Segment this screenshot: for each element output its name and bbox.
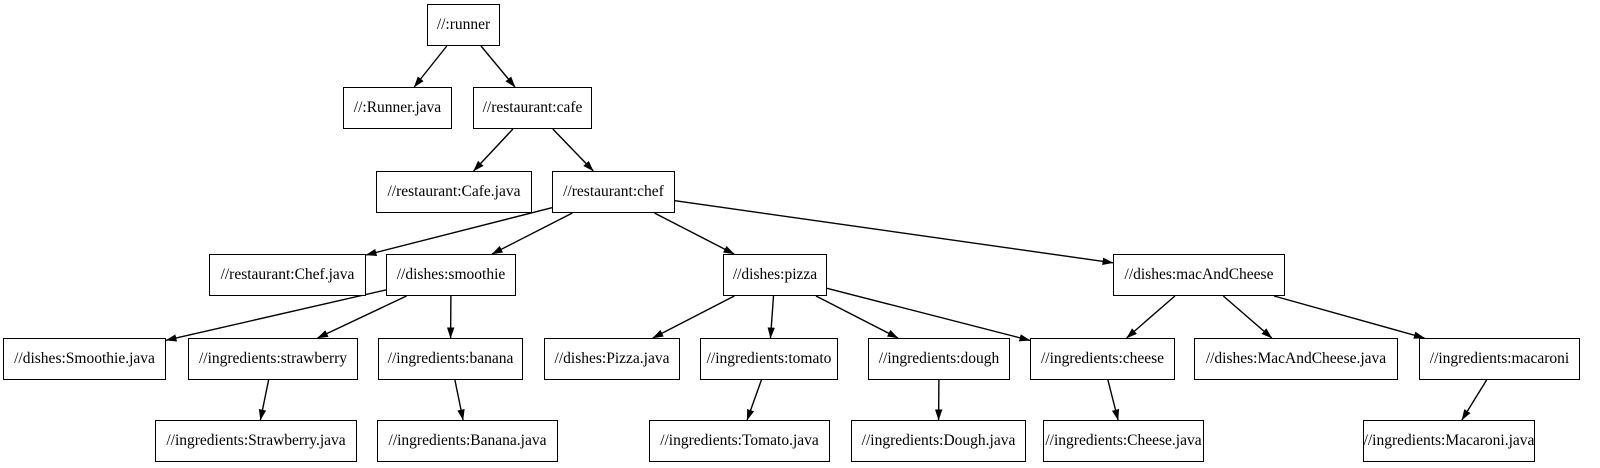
graph-edge-chef-to-pizza — [654, 212, 735, 255]
graph-node-runner_java: //:Runner.java — [343, 87, 452, 129]
graph-node-strawberry: //ingredients:strawberry — [188, 338, 358, 380]
graph-node-cheese_java: //ingredients:Cheese.java — [1043, 420, 1204, 462]
graph-node-macandcheese_java: //dishes:MacAndCheese.java — [1194, 338, 1398, 380]
graph-node-smoothie_java: //dishes:Smoothie.java — [3, 338, 166, 380]
graph-edge-runner-to-cafe — [480, 45, 516, 88]
graph-node-dough_java: //ingredients:Dough.java — [851, 420, 1026, 462]
graph-edge-strawberry-to-strawberry_java — [258, 379, 270, 421]
graph-node-chef: //restaurant:chef — [552, 171, 675, 213]
graph-edge-chef-to-chef_java — [365, 207, 553, 256]
graph-node-cheese: //ingredients:cheese — [1030, 338, 1175, 380]
graph-edge-cafe-to-chef — [552, 128, 594, 172]
graph-edge-chef-to-smoothie — [491, 212, 573, 255]
graph-node-pizza_java: //dishes:Pizza.java — [544, 338, 680, 380]
graph-edge-smoothie-to-strawberry — [317, 295, 407, 339]
graph-edge-macandcheese-to-macandcheese_java — [1222, 295, 1273, 339]
graph-node-strawberry_java: //ingredients:Strawberry.java — [155, 420, 357, 462]
graph-edge-cafe-to-cafe_java — [473, 128, 514, 172]
graph-node-macaroni_java: //ingredients:Macaroni.java — [1363, 420, 1535, 462]
graph-edge-pizza-to-cheese — [826, 287, 1031, 342]
graph-node-smoothie: //dishes:smoothie — [386, 254, 516, 296]
graph-node-tomato: //ingredients:tomato — [700, 338, 838, 380]
graph-node-dough: //ingredients:dough — [868, 338, 1010, 380]
graph-edge-pizza-to-tomato — [767, 295, 775, 339]
graph-node-runner: //:runner — [427, 4, 500, 46]
graph-edge-chef-to-macandcheese — [674, 200, 1114, 265]
graph-node-cafe_java: //restaurant:Cafe.java — [376, 171, 532, 213]
graph-edge-runner-to-runner_java — [413, 45, 448, 88]
graph-node-macandcheese: //dishes:macAndCheese — [1113, 254, 1285, 296]
graph-node-cafe: //restaurant:cafe — [473, 87, 592, 129]
graph-node-banana: //ingredients:banana — [378, 338, 523, 380]
graph-node-macaroni: //ingredients:macaroni — [1419, 338, 1580, 380]
graph-node-chef_java: //restaurant:Chef.java — [209, 254, 366, 296]
graph-edge-macandcheese-to-cheese — [1126, 295, 1176, 339]
graph-node-tomato_java: //ingredients:Tomato.java — [649, 420, 830, 462]
graph-edge-pizza-to-pizza_java — [652, 295, 735, 339]
graph-edge-macaroni-to-macaroni_java — [1461, 379, 1488, 421]
graph-edge-macandcheese-to-macaroni — [1273, 295, 1425, 339]
graph-edge-tomato-to-tomato_java — [746, 379, 763, 421]
graph-node-pizza: //dishes:pizza — [723, 254, 827, 296]
graph-edge-cheese-to-cheese_java — [1107, 379, 1120, 421]
graph-edge-smoothie-to-smoothie_java — [165, 289, 387, 342]
graph-edge-pizza-to-dough — [815, 295, 899, 339]
graph-node-banana_java: //ingredients:Banana.java — [377, 420, 558, 462]
graph-edge-banana-to-banana_java — [454, 379, 465, 421]
